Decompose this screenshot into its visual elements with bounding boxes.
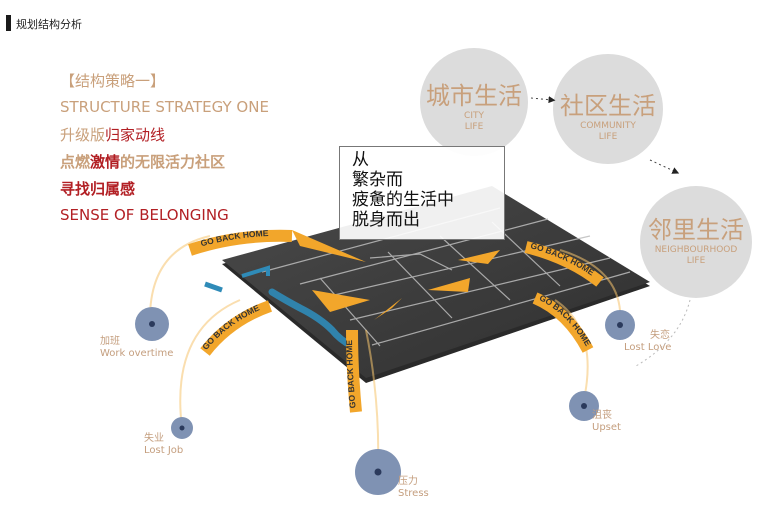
arrowhead-3 — [374, 298, 402, 320]
city-life-en1: CITY — [464, 111, 484, 121]
site-map-plane — [204, 186, 650, 383]
arc-lostjob — [179, 299, 241, 429]
connector-community-to-neighbour — [649, 159, 680, 174]
svg-text:GO BACK HOME: GO BACK HOME — [200, 302, 261, 351]
lostlove-en: Lost Love — [624, 342, 672, 353]
neighbour-life-en2: LIFE — [686, 256, 706, 266]
overtime-cn: 加班 — [100, 336, 120, 347]
map-pond — [204, 281, 223, 293]
strategy-passion-b: 激情 — [90, 153, 121, 171]
strategy-line-upgrade: 升级版归家动线 — [60, 124, 165, 145]
svg-text:GO BACK HOME: GO BACK HOME — [344, 340, 358, 409]
lostjob-cn: 失业 — [144, 433, 164, 444]
escape-callout: 从 繁杂而 疲惫的生活中 脱身而出 — [339, 146, 505, 240]
upset-cn: 沮丧 — [592, 410, 612, 421]
callout-line-4: 脱身而出 — [352, 210, 420, 230]
map-canal — [241, 265, 270, 278]
strategy-heading: 【结构策略一】 — [60, 72, 166, 90]
circle-neighbourhood-life: 邻里生活 NEIGHBOURHOOD LIFE — [640, 186, 752, 298]
map-roads — [261, 207, 631, 347]
stress-en: Stress — [398, 488, 429, 499]
ribbon-center — [346, 329, 362, 413]
ribbon-left-top — [188, 229, 293, 256]
city-life-en2: LIFE — [464, 122, 484, 132]
ribbon-right-bottom — [532, 292, 594, 353]
arrowhead-4 — [458, 250, 500, 264]
pain-nodes — [135, 307, 635, 495]
strategy-passion-a: 点燃 — [60, 153, 91, 171]
ribbon-label-2: GO BACK HOME — [200, 302, 261, 351]
strategy-line-passion: 点燃激情的无限活力社区 — [60, 151, 225, 172]
ribbon-left-bottom — [200, 300, 273, 356]
arrowhead-1 — [292, 230, 366, 262]
label-lostjob: 失业 Lost Job — [144, 433, 183, 457]
header-bar — [6, 15, 11, 31]
callout-line-1: 从 — [352, 150, 369, 170]
upset-en: Upset — [592, 422, 621, 433]
callout-line-3: 疲惫的生活中 — [352, 190, 454, 210]
stress-cn: 压力 — [398, 476, 418, 487]
strategy-upgrade-prefix: 升级版 — [60, 126, 106, 144]
community-life-en1: COMMUNITY — [580, 121, 636, 131]
page-title: 规划结构分析 — [16, 18, 82, 31]
arrowhead-2 — [312, 290, 370, 312]
lostjob-en: Lost Job — [144, 445, 184, 456]
strategy-belonging-en: SENSE OF BELONGING — [60, 206, 229, 224]
ribbon-label-3: GO BACK HOME — [344, 340, 358, 409]
city-life-cn: 城市生活 — [426, 82, 522, 110]
label-lostlove: 失恋 Lost Love — [624, 330, 671, 354]
connector-city-to-community — [530, 96, 556, 104]
arrowhead-5 — [428, 278, 470, 292]
converging-arrows — [292, 230, 500, 320]
strategy-belonging-cn: 寻找归属感 — [60, 180, 136, 198]
strategy-upgrade-highlight: 归家动线 — [105, 126, 166, 144]
overtime-en: Work overtime — [100, 348, 174, 359]
neighbour-life-cn: 邻里生活 — [648, 216, 744, 244]
strategy-subtitle: STRUCTURE STRATEGY ONE — [60, 98, 269, 116]
lostlove-cn: 失恋 — [650, 330, 670, 341]
circle-city-life: 城市生活 CITY LIFE — [420, 48, 528, 156]
circle-community-life: 社区生活 COMMUNITY LIFE — [553, 54, 663, 164]
label-upset: 沮丧 Upset — [592, 410, 621, 434]
callout-line-2: 繁杂而 — [352, 170, 403, 190]
community-life-cn: 社区生活 — [560, 92, 656, 120]
connector-neighbour-dashed — [635, 299, 691, 367]
map-river — [268, 288, 356, 350]
label-stress: 压力 Stress — [398, 476, 429, 500]
strategy-passion-c: 的无限活力社区 — [120, 153, 226, 171]
community-life-en2: LIFE — [598, 132, 618, 142]
label-overtime: 加班 Work overtime — [100, 336, 173, 360]
ribbon-right-top — [524, 241, 604, 287]
neighbour-life-en1: NEIGHBOURHOOD — [654, 245, 738, 255]
